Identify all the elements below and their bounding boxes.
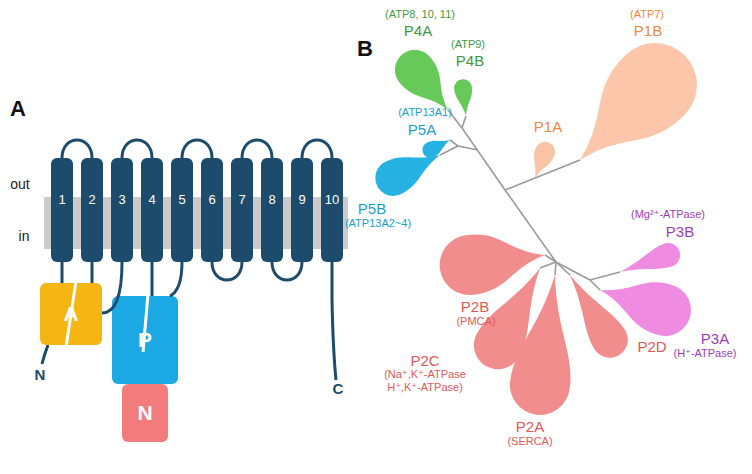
clade-name: P5A xyxy=(342,121,502,139)
peptide-loop xyxy=(62,140,92,158)
clade-name: P2C xyxy=(345,352,505,370)
c-terminus-line xyxy=(332,262,336,380)
transmembrane-helix: 2 xyxy=(81,158,103,262)
helix-number: 1 xyxy=(58,192,65,207)
n-terminus-line xyxy=(42,345,48,364)
annotation-text: out xyxy=(0,176,100,193)
transmembrane-helix: 10 xyxy=(321,158,343,262)
clade-name: P2B xyxy=(395,298,555,316)
annotation-text: (SERCA) xyxy=(450,435,610,448)
panel-letter: B xyxy=(285,36,445,62)
annotation-text: (ATP13A1) xyxy=(345,106,505,119)
transmembrane-helix: 7 xyxy=(231,158,253,262)
peptide-loop xyxy=(272,262,302,280)
helix-number: 4 xyxy=(148,192,155,207)
peptide-loop xyxy=(122,140,152,158)
peptide-loop xyxy=(91,262,94,283)
annotation-text: (ATP8, 10, 11) xyxy=(340,8,500,21)
transmembrane-helix: 8 xyxy=(261,158,283,262)
annotation-text: in xyxy=(0,228,104,245)
transmembrane-helix: 6 xyxy=(201,158,223,262)
panel-letter: A xyxy=(0,96,98,122)
annotation-text: (Mg²⁺-ATPase) xyxy=(588,208,748,221)
annotation-text: (ATP9) xyxy=(388,38,548,51)
peptide-loop xyxy=(302,140,332,158)
helix-number: 6 xyxy=(208,192,215,207)
helix-number: 9 xyxy=(298,192,305,207)
clade-name: N xyxy=(0,366,120,384)
peptide-loop xyxy=(61,262,64,283)
peptide-loop xyxy=(212,262,242,280)
transmembrane-helix: 3 xyxy=(111,158,133,262)
helix-number: 10 xyxy=(325,192,339,207)
helix-number: 2 xyxy=(88,192,95,207)
transmembrane-helix: 1 xyxy=(51,158,73,262)
clade-name: P5B xyxy=(292,200,452,218)
peptide-loop xyxy=(182,140,212,158)
helix-number: 3 xyxy=(118,192,125,207)
annotation-text: (Na⁺,K⁺-ATPase H⁺,K⁺-ATPase) xyxy=(379,368,471,394)
clade-name: P1A xyxy=(468,118,628,136)
clade-name: P4A xyxy=(338,22,498,40)
cytoplasmic-domain: N xyxy=(122,384,168,442)
annotation-text: (PMCA) xyxy=(396,315,556,328)
transmembrane-helix: 4 xyxy=(141,158,163,262)
helix-number: 5 xyxy=(178,192,185,207)
annotation-text: (ATP13A2~4) xyxy=(298,217,458,230)
clade-name: P3B xyxy=(600,223,752,241)
clade-name: P1B xyxy=(568,22,728,40)
clade-name: P4B xyxy=(390,52,550,70)
annotation-text: (ATP7) xyxy=(567,8,727,21)
peptide-loop xyxy=(242,140,272,158)
peptide-loop xyxy=(151,262,154,296)
clade-name: P2D xyxy=(572,338,732,356)
helix-number: 8 xyxy=(268,192,275,207)
helix-number: 7 xyxy=(238,192,245,207)
transmembrane-helix: 5 xyxy=(171,158,193,262)
peptide-loop xyxy=(170,262,182,296)
clade-name: P2A xyxy=(450,418,610,436)
transmembrane-helix: 9 xyxy=(291,158,313,262)
domain-letter: N xyxy=(137,401,152,425)
